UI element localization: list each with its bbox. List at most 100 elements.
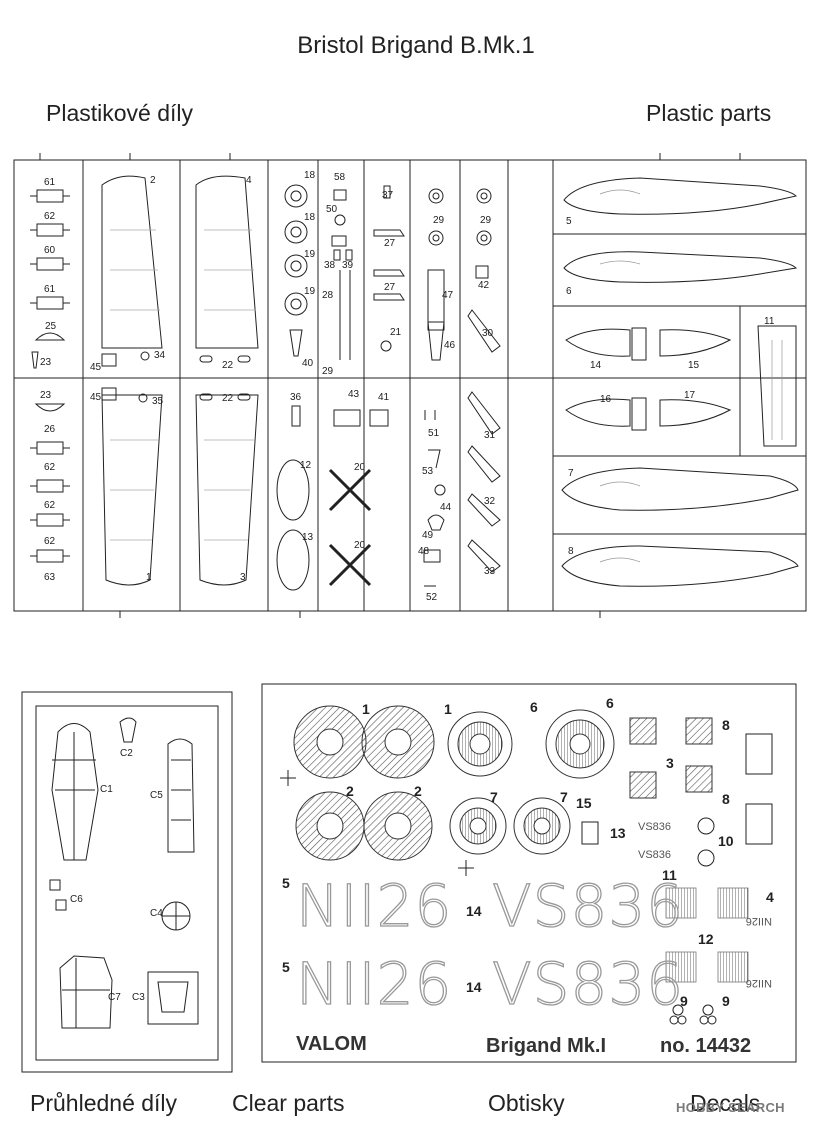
plastic-part-label-23: 18: [304, 212, 316, 223]
plastic-part-label-63: 15: [688, 360, 700, 371]
decal-label-10: 3: [666, 755, 674, 771]
decals-heading-cz: Obtisky: [488, 1090, 565, 1116]
plastic-part-label-36: 43: [348, 389, 360, 400]
plastic-part-label-61: 11: [764, 316, 775, 327]
plastic-part-label-37: 41: [378, 392, 390, 403]
plastic-part-label-31: 50: [326, 204, 338, 215]
decal-label-20: 14: [466, 979, 482, 995]
plastic-parts-heading-en: Plastic parts: [646, 100, 772, 126]
decal-label-1: 1: [444, 701, 452, 717]
plastic-part-label-29: 13: [302, 532, 314, 543]
plastic-part-label-51: 53: [422, 466, 434, 477]
decal-label-18: 5: [282, 959, 290, 975]
plastic-part-label-50: 51: [428, 428, 440, 439]
plastic-part-label-13: 62: [44, 500, 56, 511]
plastic-part-label-53: 49: [422, 530, 434, 541]
plastic-part-label-0: 61: [44, 177, 56, 188]
plastic-sprue: 6162606125234534234535266262626321432222…: [13, 153, 807, 618]
plastic-part-label-5: 23: [40, 357, 52, 368]
decal-label-12: 8: [722, 791, 730, 807]
decal-label-4: 6: [530, 699, 538, 715]
plastic-part-label-64: 16: [600, 394, 612, 405]
decal-serial-a: NII26: [296, 872, 452, 940]
clear-part-label-1: C1: [100, 784, 113, 795]
decal-label-15: 4: [766, 889, 774, 905]
plastic-part-label-6: 45: [90, 362, 102, 373]
plastic-part-label-33: 39: [342, 260, 354, 271]
clear-part-label-2: C5: [150, 790, 163, 801]
plastic-part-label-3: 61: [44, 284, 56, 295]
decal-label-3: 2: [414, 783, 422, 799]
plastic-part-label-58: 33: [484, 566, 496, 577]
decal-label-6: 7: [490, 789, 498, 805]
plastic-part-label-49: 30: [482, 328, 494, 339]
plastic-part-label-15: 63: [44, 572, 56, 583]
plastic-part-label-28: 12: [300, 460, 312, 471]
plastic-part-label-17: 1: [146, 572, 152, 583]
plastic-part-label-41: 27: [384, 238, 396, 249]
decal-label-13: 10: [718, 833, 734, 849]
decal-small-code-b: VS836: [638, 849, 671, 861]
plastic-part-label-40: 37: [382, 190, 394, 201]
plastic-part-label-55: 52: [426, 592, 438, 603]
decal-label-11: 8: [722, 717, 730, 733]
plastic-part-label-46: 42: [478, 280, 490, 291]
plastic-part-label-47: 47: [442, 290, 454, 301]
decal-number: no. 14432: [660, 1035, 751, 1057]
decal-label-9: 13: [610, 825, 626, 841]
decal-serial-b-2: VS836: [492, 950, 684, 1018]
plastic-part-label-35: 29: [322, 366, 334, 377]
plastic-part-label-30: 58: [334, 172, 346, 183]
plastic-part-label-57: 32: [484, 496, 496, 507]
clear-part-label-6: C3: [132, 992, 145, 1003]
plastic-part-label-14: 62: [44, 536, 56, 547]
plastic-part-label-20: 22: [222, 360, 234, 371]
decal-sheet: NII26 VS836 NII26 VS836 VS836 VS836 NII2…: [261, 683, 797, 1063]
plastic-part-label-27: 36: [290, 392, 302, 403]
decal-maker: VALOM: [296, 1033, 367, 1055]
clear-part-label-0: C2: [120, 748, 133, 759]
clear-parts-heading-cz: Průhledné díly: [30, 1090, 178, 1116]
decal-side-code-b: NII26: [746, 977, 772, 989]
clear-part-label-3: C6: [70, 894, 83, 905]
page-title: Bristol Brigand B.Mk.1: [297, 32, 535, 59]
plastic-part-label-9: 45: [90, 392, 102, 403]
clear-parts-heading-en: Clear parts: [232, 1090, 345, 1116]
plastic-part-label-59: 5: [566, 216, 572, 227]
clear-part-label-4: C4: [150, 908, 163, 919]
plastic-part-label-21: 22: [222, 393, 234, 404]
decal-label-2: 2: [346, 783, 354, 799]
decal-label-22: 9: [722, 993, 730, 1009]
plastic-part-label-25: 19: [304, 286, 316, 297]
decal-serial-b: VS836: [492, 872, 684, 940]
plastic-part-label-7: 34: [154, 350, 166, 361]
plastic-part-label-45: 29: [480, 215, 492, 226]
plastic-part-label-26: 40: [302, 358, 314, 369]
decal-model: Brigand Mk.I: [486, 1035, 606, 1057]
plastic-part-label-52: 44: [440, 502, 452, 513]
decal-label-8: 15: [576, 795, 592, 811]
plastic-parts-heading-cz: Plastikové díly: [46, 100, 194, 126]
plastic-part-label-66: 7: [568, 468, 574, 479]
plastic-part-label-8: 23: [40, 390, 52, 401]
plastic-part-label-56: 31: [484, 430, 496, 441]
decal-label-16: 12: [698, 931, 714, 947]
plastic-part-label-32: 38: [324, 260, 336, 271]
decal-label-19: 14: [466, 903, 482, 919]
plastic-part-label-44: 29: [433, 215, 445, 226]
plastic-part-label-4: 25: [45, 321, 57, 332]
decal-label-7: 7: [560, 789, 568, 805]
decals-heading-en: Decals: [690, 1090, 761, 1116]
plastic-part-label-48: 46: [444, 340, 456, 351]
plastic-part-label-24: 19: [304, 249, 316, 260]
watermark: HOBBY SEARCH: [676, 1100, 785, 1115]
decal-serial-a-2: NII26: [296, 950, 452, 1018]
plastic-part-label-39: 20: [354, 540, 366, 551]
decal-label-0: 1: [362, 701, 370, 717]
plastic-part-label-12: 62: [44, 462, 56, 473]
plastic-part-label-16: 2: [150, 175, 156, 186]
decal-side-code-a: NII26: [746, 915, 772, 927]
plastic-part-label-1: 62: [44, 211, 56, 222]
plastic-part-label-11: 26: [44, 424, 56, 435]
